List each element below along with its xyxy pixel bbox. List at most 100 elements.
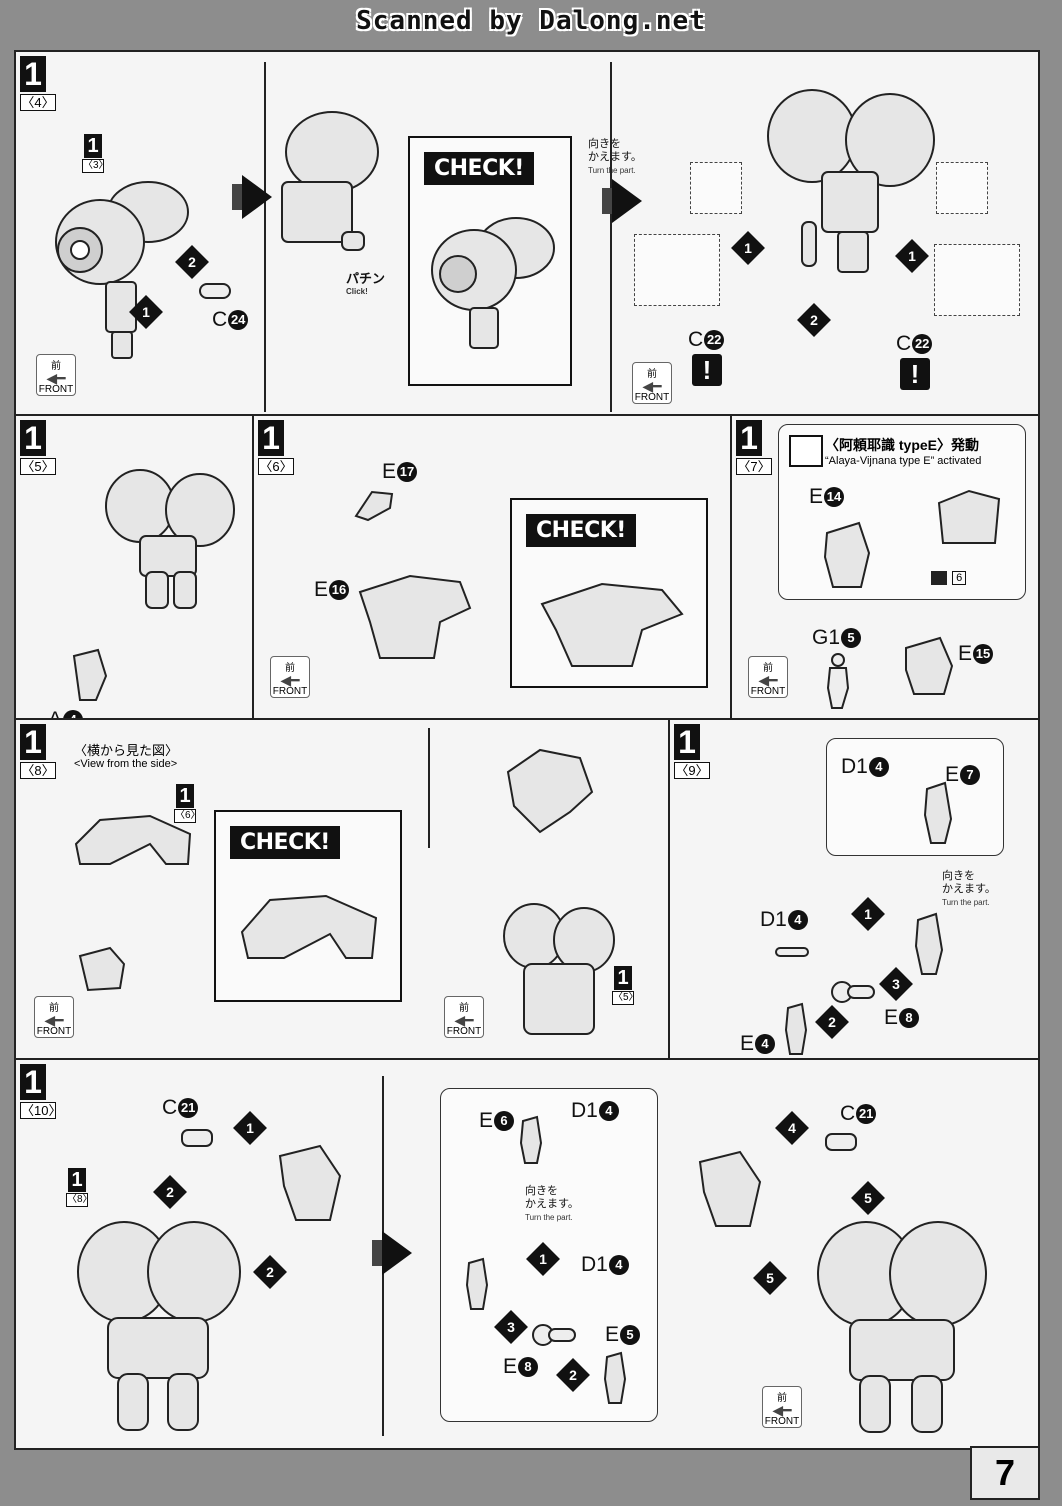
order-marker-4: 4: [775, 1111, 809, 1145]
front-direction-icon: 前◀━FRONT: [36, 354, 76, 396]
flow-arrow-icon: [612, 179, 642, 223]
step-number: 1: [674, 724, 700, 760]
step-sub-number: 〈8〉: [20, 762, 56, 779]
step-sub-number: 〈4〉: [20, 94, 56, 111]
divider: [610, 62, 612, 412]
frame-part-drawing: [358, 574, 472, 659]
check-box: CHECK!: [510, 498, 708, 688]
flow-arrow-stem: [602, 188, 614, 214]
order-marker-3: 3: [494, 1310, 528, 1344]
step-badge: 1 〈6〉: [258, 420, 296, 475]
step-sub-number: 〈6〉: [258, 458, 294, 475]
turbine-detail-drawing: [281, 111, 379, 251]
detail-box: [934, 244, 1020, 316]
order-marker-1: 1: [851, 897, 885, 931]
order-marker-1: 1: [233, 1111, 267, 1145]
order-marker-1: 1: [526, 1242, 560, 1276]
page-number: 7: [970, 1446, 1040, 1500]
order-marker-1: 1: [895, 239, 929, 273]
order-marker-2: 2: [556, 1358, 590, 1392]
order-marker-2: 2: [253, 1255, 287, 1289]
arm-part-drawing: [519, 1115, 543, 1164]
side-frame-drawing: [74, 814, 192, 865]
hand-part-drawing: [603, 1351, 627, 1404]
turn-part-note: 向きをかえます。Turn the part.: [942, 870, 996, 907]
small-part-drawing: [354, 490, 394, 522]
step-sub-number: 〈5〉: [20, 458, 56, 475]
bracket-part-drawing: [78, 946, 126, 992]
thruster-part-drawing: [278, 1144, 342, 1221]
pilot-figure-drawing: [826, 653, 850, 709]
reference-number: 1: [84, 134, 102, 158]
thruster-part-drawing: [698, 1150, 762, 1227]
step-number: 1: [20, 724, 46, 760]
upper-frame-drawing: [506, 748, 594, 834]
order-marker-5: 5: [753, 1261, 787, 1295]
step-number: 1: [20, 1064, 46, 1100]
step-badge: 1 〈4〉: [20, 56, 58, 111]
order-marker-2: 2: [815, 1005, 849, 1039]
order-marker-1: 1: [129, 295, 163, 329]
callout-subtitle: “Alaya-Vijnana type E” activated: [825, 455, 982, 467]
order-marker-2: 2: [175, 245, 209, 279]
reference-badge: 1 〈3〉: [82, 134, 109, 173]
flow-arrow-stem: [232, 184, 244, 210]
reference-sub: 〈6〉: [174, 809, 201, 823]
arm-part-drawing: [465, 1257, 489, 1310]
flow-arrow-icon: [242, 175, 272, 219]
check-side-drawing: [240, 894, 378, 959]
detail-box: [634, 234, 720, 306]
step-sub-number: 〈10〉: [20, 1102, 62, 1119]
divider: [428, 728, 430, 848]
callout-title: 〈阿頼耶識 typeE〉発動: [825, 437, 980, 453]
armor-part-drawing: [72, 648, 108, 701]
panel-step-7: 1 〈7〉 〈阿頼耶識 typeE〉発動 “Alaya-Vijnana type…: [732, 416, 1038, 720]
step-number: 1: [736, 420, 762, 456]
cap-part-drawing: [181, 1129, 213, 1147]
reference-number: 1: [614, 966, 632, 990]
front-direction-icon: 前◀━FRONT: [748, 656, 788, 698]
check-box: CHECK!: [214, 810, 402, 1002]
caution-icon: !: [900, 358, 930, 390]
side-view-title: 〈横から見た図〉: [74, 743, 179, 758]
step-badge: 1 〈10〉: [20, 1064, 62, 1119]
step-badge: 1 〈9〉: [674, 724, 712, 779]
reference-badge: 1 〈5〉: [612, 966, 639, 1005]
reference-number: 1: [68, 1168, 86, 1192]
order-marker-2: 2: [153, 1175, 187, 1209]
flow-arrow-icon: [382, 1231, 412, 1275]
step-badge: 1 〈5〉: [20, 420, 58, 475]
caution-icon: !: [692, 354, 722, 386]
check-assembly-drawing: [431, 217, 555, 349]
arm-part-drawing: [914, 912, 944, 975]
front-direction-icon: 前◀━FRONT: [34, 996, 74, 1038]
sticker-detail-drawing: [937, 489, 1001, 544]
step-number: 1: [258, 420, 284, 456]
reference-badge: 1 〈8〉: [66, 1168, 93, 1207]
front-direction-icon: 前◀━FRONT: [444, 996, 484, 1038]
joint-part-drawing: [532, 1324, 576, 1346]
step-sub-number: 〈7〉: [736, 458, 772, 475]
panel-step-8: 1 〈8〉 〈横から見た図〉 <View from the side> 1 〈6…: [16, 720, 670, 1060]
reference-sub: 〈8〉: [66, 1193, 93, 1207]
